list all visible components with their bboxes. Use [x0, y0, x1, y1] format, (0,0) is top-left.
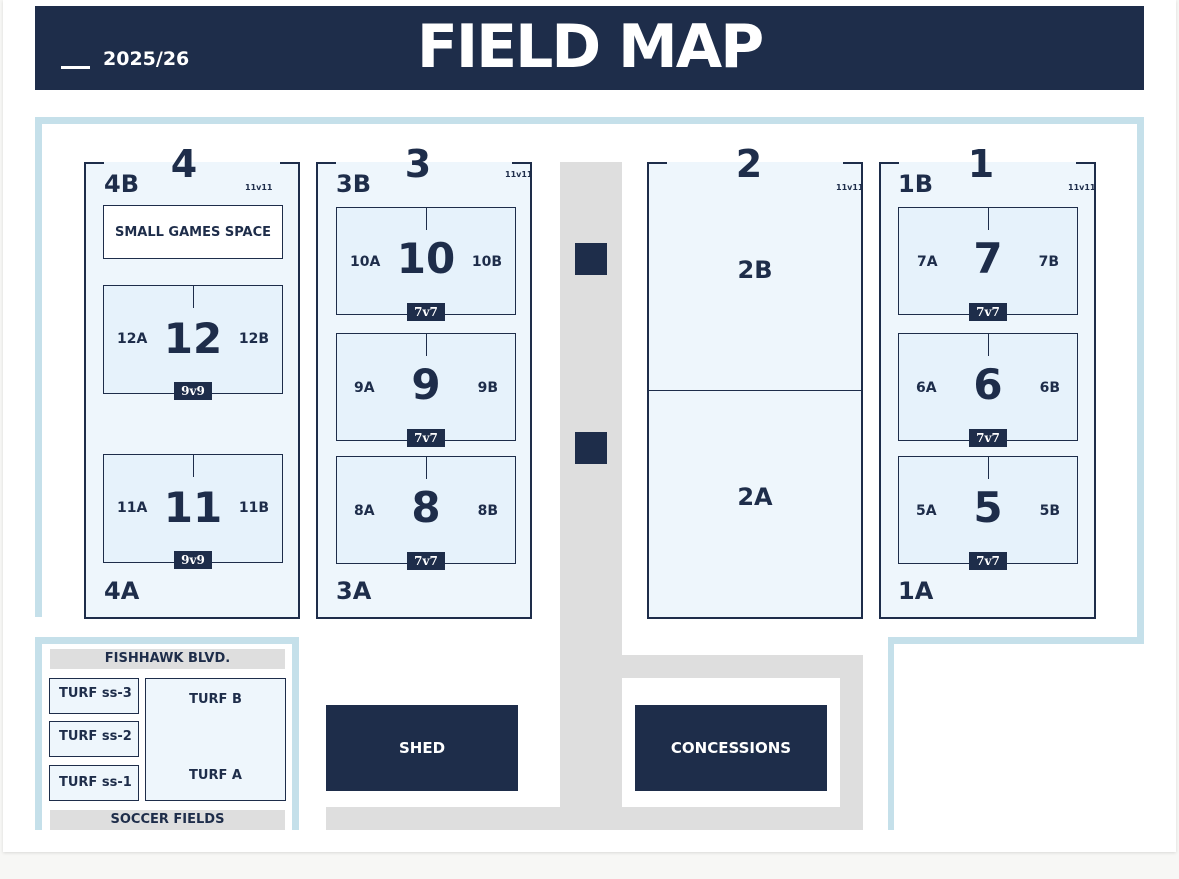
subfield-label: 12B: [238, 331, 269, 347]
path-marker: [575, 243, 607, 275]
subfield-10[interactable]: 10 10A 10B: [336, 207, 516, 315]
field-number: 2: [735, 142, 763, 186]
format-badge: 7v7: [969, 429, 1007, 447]
format-badge: 7v7: [969, 552, 1007, 570]
boundary-turf-top: [35, 637, 299, 644]
subfield-label: 5A: [916, 503, 937, 519]
subfield-11[interactable]: 11 11A 11B: [103, 454, 283, 563]
field-number: 1: [967, 142, 995, 186]
season-label: 2025/26: [103, 48, 190, 70]
subfield-number: 11: [163, 483, 223, 532]
subfield-label: 9B: [477, 380, 498, 396]
format-badge: 7v7: [407, 303, 445, 321]
subfield-7[interactable]: 7 7A 7B: [898, 207, 1078, 315]
format-badge: 7v7: [969, 303, 1007, 321]
format-badge: 7v7: [407, 552, 445, 570]
subfield-label: 10B: [471, 254, 502, 270]
format-badge: 7v7: [407, 429, 445, 447]
subfield-label: 7A: [917, 254, 938, 270]
field-2[interactable]: [647, 162, 863, 619]
header-banner: 2025/26 FIELD MAP: [35, 6, 1144, 90]
turf-b-label: TURF B: [189, 692, 242, 707]
subfield-6[interactable]: 6 6A 6B: [898, 333, 1078, 441]
subfield-number: 9: [411, 360, 441, 409]
subfield-number: 12: [163, 314, 223, 363]
boundary-right-lower: [888, 637, 894, 830]
subfield-label: 6B: [1039, 380, 1060, 396]
subfield-label: 5B: [1039, 503, 1060, 519]
field-corner-label: 1B: [898, 170, 933, 198]
subfield-label: 11B: [238, 500, 269, 516]
subfield-number: 7: [973, 234, 1003, 283]
field-format: 11v11: [245, 183, 273, 192]
format-badge: 9v9: [174, 551, 212, 569]
path-marker: [575, 432, 607, 464]
turf-ss3[interactable]: TURF ss-3: [49, 678, 139, 714]
boundary-turf-left: [35, 637, 42, 830]
subfield-9[interactable]: 9 9A 9B: [336, 333, 516, 441]
subfield-12[interactable]: 12 12A 12B: [103, 285, 283, 394]
field-number: 4: [170, 142, 198, 186]
page-title: FIELD MAP: [416, 12, 764, 82]
boundary-right-step: [888, 637, 1144, 644]
format-badge: 9v9: [174, 382, 212, 400]
fishhawk-blvd-label: FISHHAWK BLVD.: [50, 649, 285, 669]
boundary-turf-right: [292, 637, 299, 830]
field-corner-label: 4A: [104, 577, 140, 605]
field-format: 11v11: [1068, 183, 1096, 192]
field-corner-label: 3A: [336, 577, 372, 605]
field-number: 3: [404, 142, 432, 186]
subfield-label: 6A: [916, 380, 937, 396]
header-dash: [61, 66, 90, 69]
field-half-label[interactable]: 2B: [737, 256, 773, 284]
subfield-number: 6: [973, 360, 1003, 409]
boundary-right: [1137, 117, 1144, 644]
subfield-label: 9A: [354, 380, 375, 396]
turf-ss1[interactable]: TURF ss-1: [49, 765, 139, 801]
path-right-stub: [840, 655, 863, 830]
path-bottom: [326, 807, 863, 830]
small-games-space[interactable]: SMALL GAMES SPACE: [103, 205, 283, 259]
field-divider: [649, 390, 861, 391]
field-format: 11v11: [505, 170, 533, 179]
turf-ss2[interactable]: TURF ss-2: [49, 721, 139, 757]
boundary-left: [35, 117, 42, 617]
subfield-number: 8: [411, 483, 441, 532]
concessions-building[interactable]: CONCESSIONS: [635, 705, 827, 791]
soccer-fields-label: SOCCER FIELDS: [50, 810, 285, 830]
field-corner-label: 3B: [336, 170, 371, 198]
subfield-number: 10: [396, 234, 456, 283]
shed-building[interactable]: SHED: [326, 705, 518, 791]
subfield-number: 5: [973, 483, 1003, 532]
field-half-label[interactable]: 2A: [737, 483, 773, 511]
subfield-label: 8A: [354, 503, 375, 519]
subfield-label: 7B: [1038, 254, 1059, 270]
subfield-5[interactable]: 5 5A 5B: [898, 456, 1078, 564]
field-corner-label: 4B: [104, 170, 139, 198]
subfield-label: 8B: [477, 503, 498, 519]
field-corner-label: 1A: [898, 577, 934, 605]
subfield-label: 11A: [117, 500, 148, 516]
turf-ab-field[interactable]: TURF B TURF A: [145, 678, 286, 801]
path-horizontal: [622, 655, 863, 678]
subfield-label: 12A: [117, 331, 148, 347]
subfield-8[interactable]: 8 8A 8B: [336, 456, 516, 564]
subfield-label: 10A: [350, 254, 381, 270]
field-format: 11v11: [836, 183, 864, 192]
turf-a-label: TURF A: [189, 768, 242, 783]
boundary-top: [35, 117, 1144, 124]
